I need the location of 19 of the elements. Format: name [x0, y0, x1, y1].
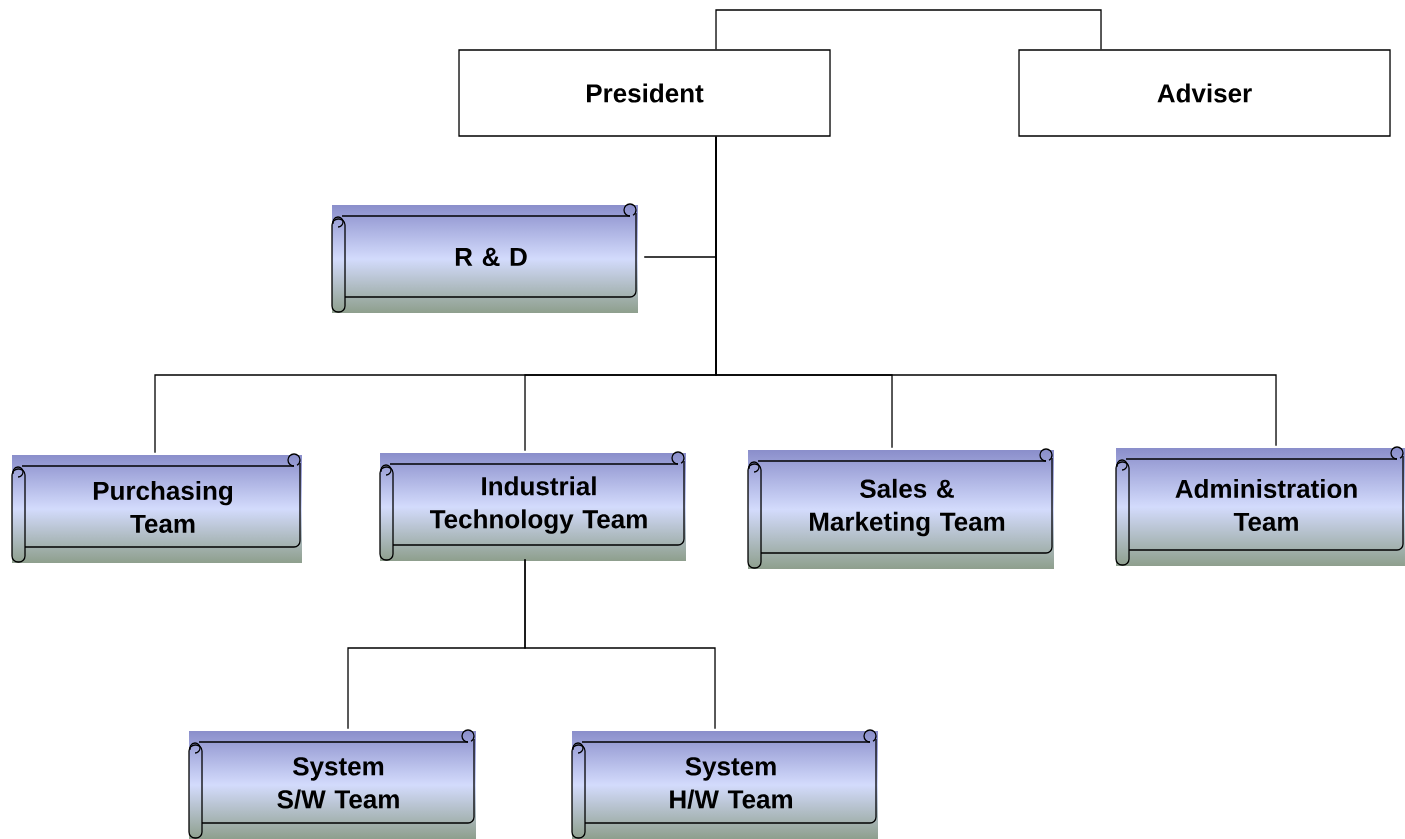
scroll-box: System H/W Team	[571, 729, 877, 839]
scroll-box: Purchasing Team	[11, 453, 301, 563]
node-label: Purchasing Team	[93, 480, 233, 534]
scroll-box: R & D	[331, 203, 637, 313]
connector-line	[524, 558, 716, 730]
node-label: Administration Team	[1175, 478, 1357, 532]
node-label: Sales & Marketing Team	[810, 478, 1005, 537]
title-box: President	[458, 49, 831, 137]
scroll-box: Industrial Technology Team	[379, 451, 685, 561]
node-label: System H/W Team	[670, 757, 793, 809]
node-label: System S/W Team	[277, 757, 399, 809]
title-box: Adviser	[1018, 49, 1391, 137]
scroll-box: Administration Team	[1115, 446, 1404, 566]
scroll-box: System S/W Team	[188, 729, 475, 839]
connector-line	[715, 9, 1102, 50]
node-label: R & D	[455, 247, 527, 267]
connector-line	[715, 136, 1277, 447]
scroll-box: Sales & Marketing Team	[747, 448, 1053, 569]
node-label: Industrial Technology Team	[429, 476, 647, 534]
